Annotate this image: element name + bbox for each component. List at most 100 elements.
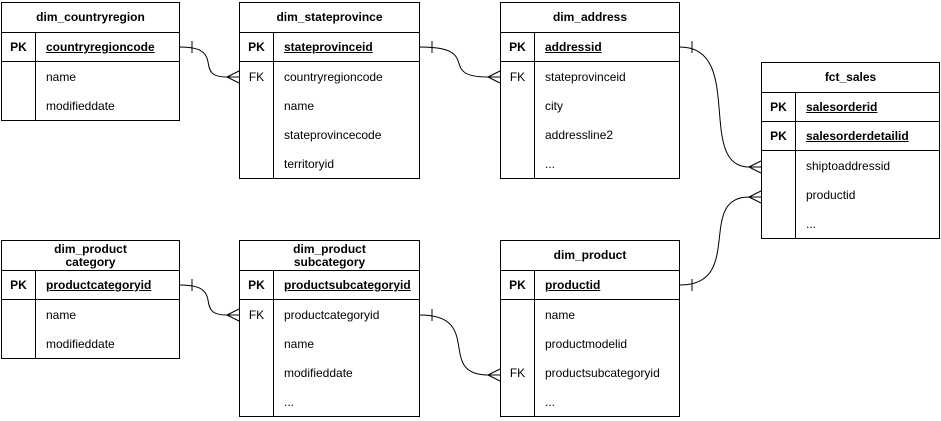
relationship-countryregion-to-stateprovince[interactable]: [179, 41, 240, 84]
entity-title-dim_product[interactable]: dim_product: [501, 241, 679, 271]
cardinality-many-crowfoot: [748, 160, 762, 174]
key-cell-empty: [2, 91, 36, 120]
key-cell-empty: [501, 329, 535, 358]
key-cell-empty: [501, 149, 535, 178]
field-row-dim_address-addressline2[interactable]: addressline2: [501, 120, 679, 149]
key-cell-empty: [501, 300, 535, 329]
field-name: ...: [545, 156, 556, 171]
relationship-stateprovince-to-address[interactable]: [419, 41, 501, 84]
relationship-line[interactable]: [179, 46, 228, 78]
field-row-dim_productsubcategory-modifieddate[interactable]: modifieddate: [240, 358, 419, 387]
field-row-dim_countryregion-modifieddate[interactable]: modifieddate: [2, 91, 179, 120]
pk-label: PK: [762, 93, 796, 121]
field-row-dim_stateprovince-name[interactable]: name: [240, 91, 419, 120]
key-cell-empty: [501, 120, 535, 149]
entity-title-dim_stateprovince[interactable]: dim_stateprovince: [240, 3, 419, 33]
field-row-dim_address-[interactable]: ...: [501, 149, 679, 178]
relationship-productcategory-to-productsubcategory[interactable]: [179, 279, 240, 322]
field-row-dim_stateprovince-territoryid[interactable]: territoryid: [240, 149, 419, 178]
key-cell-empty: [2, 300, 36, 329]
field-row-dim_productcategory-modifieddate[interactable]: modifieddate: [2, 329, 179, 358]
key-cell-empty: [240, 120, 274, 149]
field-row-dim_productcategory-productcategoryid[interactable]: PK productcategoryid: [2, 271, 179, 300]
relationship-line[interactable]: [419, 46, 489, 78]
field-name: territoryid: [284, 156, 335, 171]
key-cell-empty: [240, 149, 274, 178]
fk-label: FK: [240, 300, 274, 329]
relationship-line[interactable]: [179, 284, 228, 316]
field-row-fct_sales-salesorderdetailid[interactable]: PK salesorderdetailid: [762, 122, 939, 151]
field-row-dim_product-[interactable]: ...: [501, 387, 679, 416]
key-cell-empty: [2, 62, 36, 91]
cardinality-many-crowfoot: [226, 70, 240, 84]
pk-label: PK: [2, 33, 36, 61]
field-row-fct_sales-shiptoaddressid[interactable]: shiptoaddressid: [762, 151, 939, 180]
fk-label: FK: [501, 62, 535, 91]
field-row-dim_stateprovince-stateprovincecode[interactable]: stateprovincecode: [240, 120, 419, 149]
field-row-dim_productsubcategory-productcategoryid[interactable]: FK productcategoryid: [240, 300, 419, 329]
field-row-dim_productsubcategory-[interactable]: ...: [240, 387, 419, 416]
pk-label: PK: [501, 33, 535, 61]
field-name: stateprovincecode: [284, 127, 382, 142]
pk-label: PK: [2, 271, 36, 299]
key-cell-empty: [762, 209, 796, 238]
field-name: productcategoryid: [284, 307, 380, 322]
field-row-dim_productcategory-name[interactable]: name: [2, 300, 179, 329]
pk-label: PK: [501, 271, 535, 299]
pk-label: PK: [240, 271, 274, 299]
field-row-fct_sales-[interactable]: ...: [762, 209, 939, 238]
field-name: salesorderdetailid: [806, 129, 909, 143]
field-row-dim_productsubcategory-name[interactable]: name: [240, 329, 419, 358]
relationship-productsubcategory-to-product[interactable]: [419, 309, 501, 382]
relationship-product-to-fct-sales[interactable]: [679, 190, 762, 291]
entity-title-fct_sales[interactable]: fct_sales: [762, 63, 939, 93]
field-name: countryregioncode: [46, 40, 155, 54]
field-row-dim_address-city[interactable]: city: [501, 91, 679, 120]
field-name: name: [46, 69, 77, 84]
field-row-fct_sales-productid[interactable]: productid: [762, 180, 939, 209]
relationship-line[interactable]: [679, 196, 750, 286]
entity-title-line: subcategory: [293, 254, 366, 269]
entity-title-dim_countryregion[interactable]: dim_countryregion: [2, 3, 179, 33]
field-row-dim_product-productmodelid[interactable]: productmodelid: [501, 329, 679, 358]
entity-title-line: dim_product: [54, 241, 127, 256]
field-name: name: [545, 307, 576, 322]
cardinality-many-crowfoot: [487, 368, 501, 382]
pk-label: PK: [762, 122, 796, 150]
field-row-dim_countryregion-countryregioncode[interactable]: PK countryregioncode: [2, 33, 179, 62]
key-cell-empty: [762, 151, 796, 180]
field-row-dim_product-name[interactable]: name: [501, 300, 679, 329]
field-name: ...: [284, 394, 295, 409]
entity-title-line: dim_product: [293, 241, 366, 256]
field-name: shiptoaddressid: [806, 158, 891, 173]
relationship-line[interactable]: [419, 314, 489, 376]
field-name: countryregioncode: [284, 69, 383, 84]
key-cell-empty: [240, 91, 274, 120]
relationship-line[interactable]: [679, 46, 750, 168]
entity-title-dim_address[interactable]: dim_address: [501, 3, 679, 33]
relationship-address-to-fct-sales[interactable]: [679, 41, 762, 174]
key-cell-empty: [2, 329, 36, 358]
entity-title-line: dim_address: [552, 10, 628, 24]
field-name: productcategoryid: [46, 278, 152, 292]
field-row-dim_countryregion-name[interactable]: name: [2, 62, 179, 91]
